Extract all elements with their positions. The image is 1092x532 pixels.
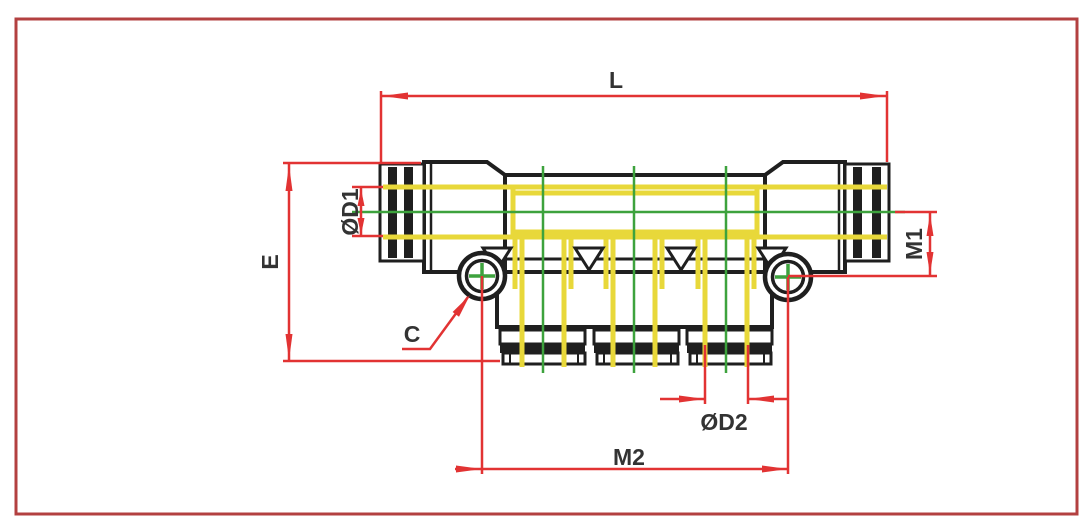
label-e: E [257, 254, 283, 269]
dimension-labels: L E ØD1 M1 C ØD2 M2 [257, 67, 927, 470]
centerlines [352, 166, 905, 373]
label-m1: M1 [901, 228, 927, 260]
dimension-m1 [788, 210, 937, 278]
funnel-marks [480, 246, 789, 273]
label-d1: ØD1 [337, 188, 363, 236]
port-end-cap [688, 351, 773, 366]
label-l: L [609, 67, 623, 93]
dimension-d2 [660, 345, 788, 404]
dimension-e [283, 161, 500, 363]
leader-c [402, 295, 470, 351]
label-m2: M2 [613, 444, 645, 470]
dimension-d1 [352, 185, 383, 238]
port-end-cap [595, 351, 680, 366]
label-d2: ØD2 [700, 409, 747, 435]
port-block [592, 328, 681, 346]
port-centerlines [541, 166, 728, 373]
dimension-l [379, 91, 889, 162]
dimension-m2 [455, 276, 790, 474]
label-c: C [404, 321, 421, 347]
drawing-border [14, 17, 1079, 516]
port-block [685, 328, 774, 346]
